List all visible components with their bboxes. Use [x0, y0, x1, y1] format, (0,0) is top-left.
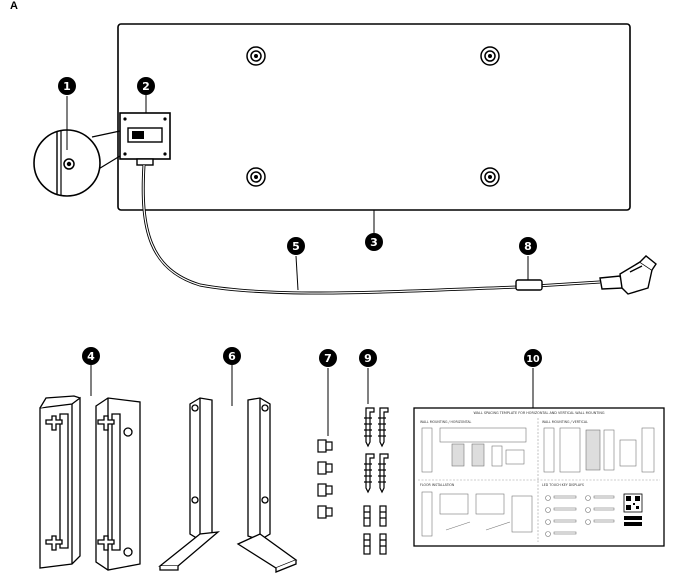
- svg-text:7: 7: [324, 352, 332, 365]
- callout-10: 10: [524, 349, 542, 367]
- svg-text:10: 10: [526, 354, 540, 365]
- mounting-bosses: [246, 46, 500, 187]
- floor-stand-pair: [158, 397, 298, 573]
- screw-anchor-set: [363, 407, 389, 555]
- qr-code: [623, 493, 643, 526]
- sheet-section-1: WALL MOUNTING / HORIZONTAL: [420, 420, 472, 424]
- heater-panel: [117, 23, 631, 211]
- mounting-boss: [480, 167, 500, 187]
- wall-bracket-pair: [39, 395, 141, 571]
- mounting-boss: [246, 167, 266, 187]
- callout-7: 7: [319, 349, 337, 367]
- callout-6: 6: [223, 347, 241, 365]
- svg-text:1: 1: [63, 80, 71, 93]
- svg-text:5: 5: [292, 240, 300, 253]
- svg-text:4: 4: [87, 350, 95, 363]
- callout-1: 1: [58, 77, 76, 95]
- power-cable: [141, 164, 601, 295]
- callout-5: 5: [287, 237, 305, 255]
- callout-3: 3: [365, 233, 383, 251]
- svg-text:8: 8: [524, 240, 532, 253]
- detail-magnifier: [33, 96, 121, 197]
- ferrite-core: [515, 279, 543, 291]
- callout-4: 4: [82, 347, 100, 365]
- svg-text:2: 2: [142, 80, 150, 93]
- wall-template-sheet: WALL SPACING TEMPLATE FOR HORIZONTAL AND…: [413, 407, 665, 547]
- clip-set: [317, 439, 333, 519]
- panel-label: A: [10, 0, 18, 12]
- leader-lines: [145, 94, 529, 291]
- callout-8: 8: [519, 237, 537, 255]
- svg-text:9: 9: [364, 352, 372, 365]
- mounting-boss: [480, 46, 500, 66]
- sheet-section-2: WALL MOUNTING / VERTICAL: [542, 420, 588, 424]
- sheet-title: WALL SPACING TEMPLATE FOR HORIZONTAL AND…: [474, 411, 605, 415]
- sheet-section-4: LED TOUCH KEY DISPLAYS: [542, 483, 584, 487]
- power-plug: [599, 255, 657, 295]
- svg-text:6: 6: [228, 350, 236, 363]
- callout-2: 2: [137, 77, 155, 95]
- sheet-section-3: FLOOR INSTALLATION: [420, 483, 455, 487]
- svg-text:3: 3: [370, 236, 378, 249]
- mounting-boss: [246, 46, 266, 66]
- callout-9: 9: [359, 349, 377, 367]
- control-box: [119, 112, 171, 166]
